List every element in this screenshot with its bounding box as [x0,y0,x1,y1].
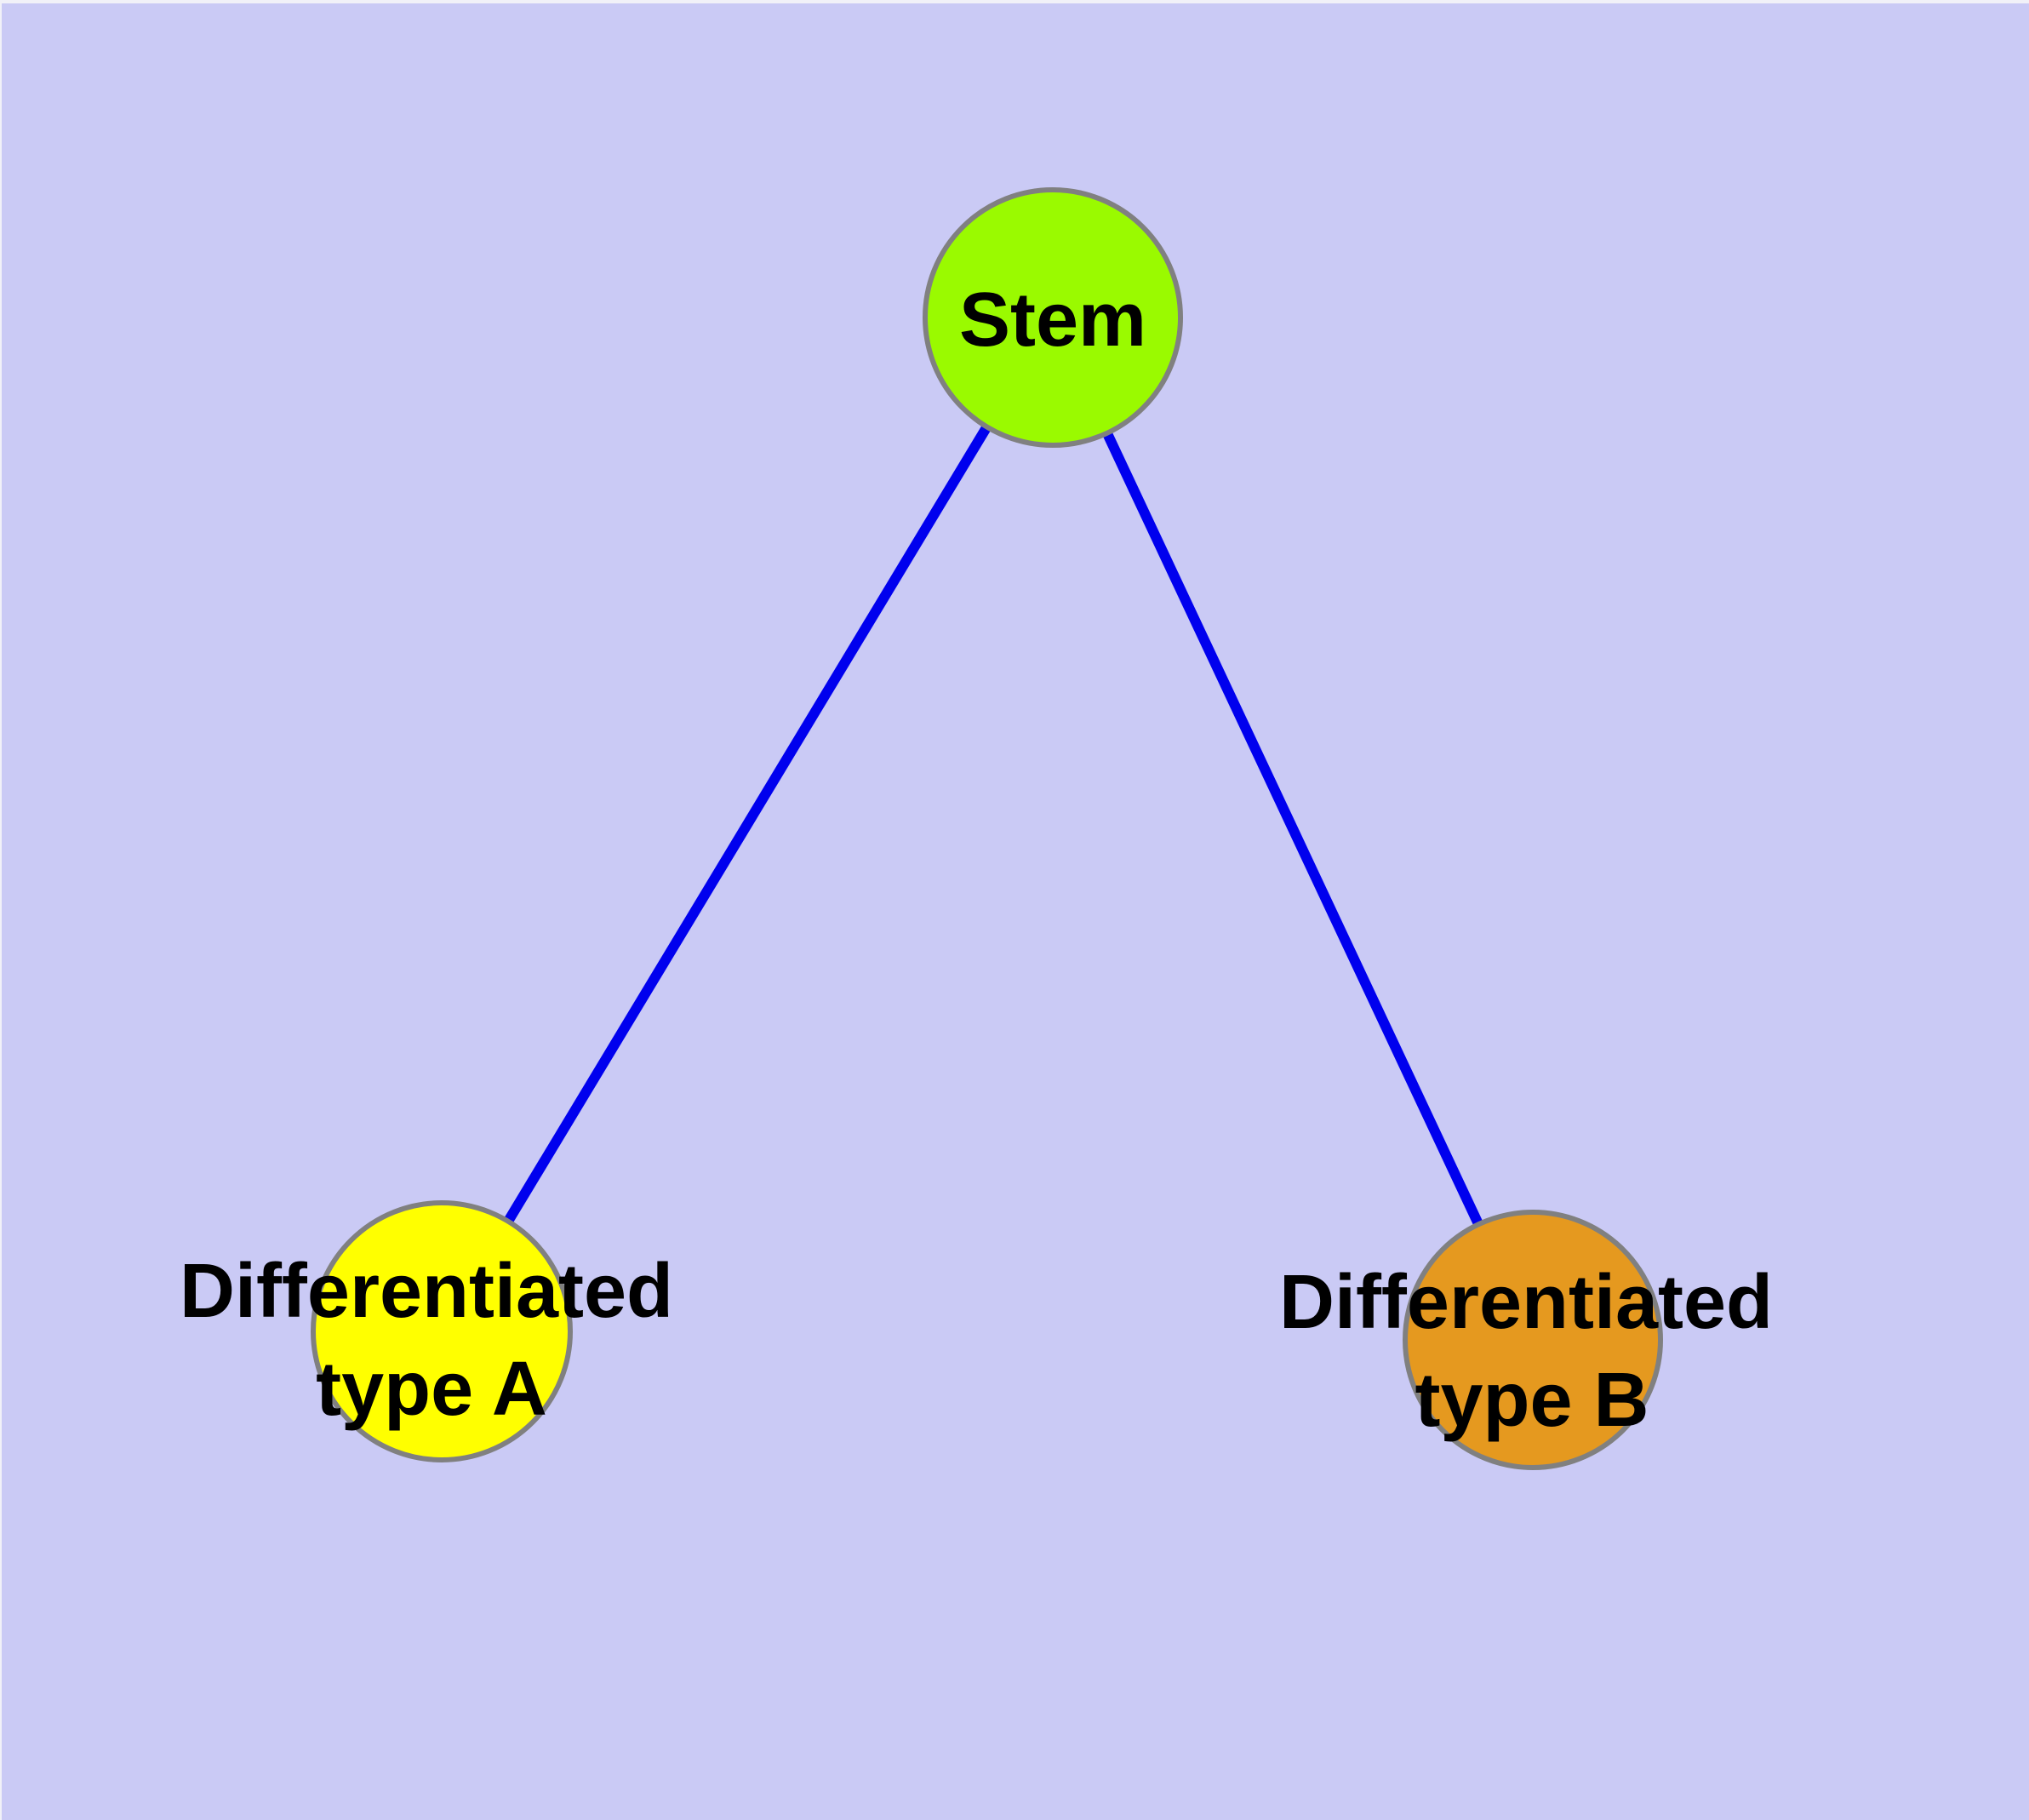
node-differentiated-type-a [311,1200,573,1462]
node-stem-label: Stem [959,278,1146,363]
node-differentiated-type-b [1403,1210,1663,1470]
node-type-b-label-line-1: Differentiated [1279,1260,1773,1345]
edge-stem-to-type-a [437,314,1058,1335]
left-edge-strip [0,0,2,1820]
node-stem [923,187,1183,448]
top-edge-strip [0,0,2029,3]
edge-stem-to-type-b [1048,315,1538,1342]
node-type-a-label-line-1: Differentiated [180,1249,673,1334]
node-type-a-label-line-2: type A [316,1347,547,1432]
node-type-b-label-line-2: type B [1415,1358,1649,1443]
